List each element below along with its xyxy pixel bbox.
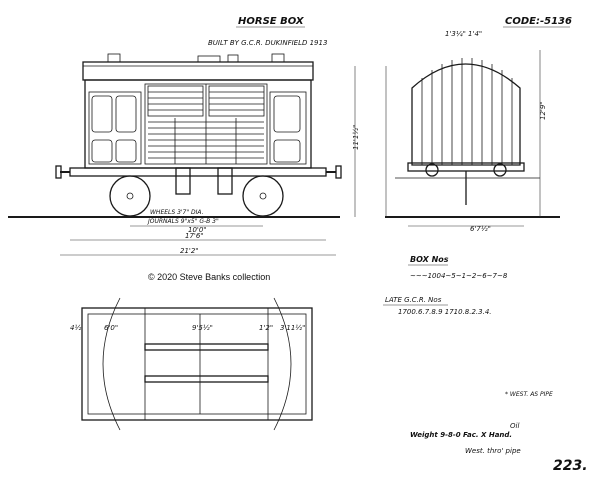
plan-view (81, 297, 313, 431)
drawing-code: CODE:-5136 (505, 16, 572, 27)
slatted-sides (148, 84, 264, 164)
side-dimensions: 21'2" 17'6" 10'0" WHEELS 3'7" DIA. JOURN… (60, 66, 360, 256)
svg-text:12'9": 12'9" (539, 101, 547, 120)
plan-inner (87, 313, 307, 415)
wheel-right (242, 175, 284, 217)
axlebox (217, 167, 233, 195)
buffer-arc-right (273, 297, 292, 431)
svg-text:3'11½": 3'11½" (280, 324, 305, 332)
end-wheel (493, 163, 507, 177)
svg-text:1'2": 1'2" (259, 324, 273, 332)
svg-text:1'3¼" 1'4": 1'3¼" 1'4" (445, 30, 482, 38)
buffer-head-right (335, 165, 342, 179)
svg-text:JOURNALS 9"x5" G-B 3": JOURNALS 9"x5" G-B 3" (147, 218, 219, 225)
box-numbers: ~~~1004~5~1~2~6~7~8 (410, 272, 508, 280)
late-label: LATE G.C.R. Nos (385, 296, 442, 304)
weight-note: Weight 9-8-0 Fac. X Hand. (410, 431, 512, 439)
oil-note: Oil (510, 422, 519, 430)
page-number: 223. (553, 458, 588, 474)
end-profile (411, 63, 521, 166)
axle (144, 375, 269, 383)
lower-panel (273, 139, 301, 163)
svg-text:4½: 4½ (70, 324, 81, 332)
solebar (69, 167, 327, 177)
axle (144, 343, 269, 351)
top-flap (147, 85, 204, 117)
svg-text:6'0": 6'0" (104, 324, 118, 332)
drawing-title: HORSE BOX (238, 16, 305, 27)
west-pipe-note: West. thro' pipe (465, 447, 521, 455)
roof-vent (107, 53, 121, 63)
box-label: BOX Nos (410, 255, 449, 264)
buffer-arc-left (102, 297, 121, 431)
copyright-notice: © 2020 Steve Banks collection (148, 272, 271, 282)
end-compartment (269, 91, 307, 165)
side-elevation (55, 53, 342, 217)
lower-panel (115, 139, 137, 163)
hub (126, 192, 134, 200)
end-elevation (395, 58, 540, 205)
top-flap (208, 85, 265, 117)
svg-text:10'0": 10'0" (188, 226, 207, 234)
panel-window (273, 95, 301, 133)
roof-vent (227, 54, 239, 63)
svg-text:6'7½": 6'7½" (470, 225, 491, 233)
hub (259, 192, 267, 200)
axlebox (175, 167, 191, 195)
built-note: BUILT BY G.C.R. DUKINFIELD 1913 (208, 39, 327, 47)
svg-text:17'6": 17'6" (185, 232, 204, 240)
end-dimensions: 1'3¼" 1'4" 6'7½" 12'9" (385, 30, 547, 233)
plan-dimensions: 4½ 6'0" 9'5½" 1'2" 3'11½" (70, 324, 305, 332)
buffer-head-left (55, 165, 62, 179)
groom-compartment (88, 91, 142, 165)
west-note: * WEST. AS PIPE (505, 391, 553, 398)
svg-text:11'1½": 11'1½" (352, 125, 360, 150)
svg-text:9'5½": 9'5½" (192, 324, 213, 332)
panel-window (91, 95, 113, 133)
late-numbers: 1700.6.7.8.9 1710.8.2.3.4. (398, 308, 492, 316)
end-wheel (425, 163, 439, 177)
svg-text:21'2": 21'2" (180, 247, 199, 255)
wheel-left (109, 175, 151, 217)
side-body (84, 79, 312, 169)
lower-panel (91, 139, 113, 163)
side-roof (82, 61, 314, 81)
svg-text:WHEELS 3'7" DIA.: WHEELS 3'7" DIA. (150, 209, 204, 216)
end-boarding (421, 58, 513, 165)
plan-outline (81, 307, 313, 421)
roof-vent (271, 53, 285, 63)
panel-window (115, 95, 137, 133)
roof-vent (197, 55, 221, 63)
notes: BOX Nos ~~~1004~5~1~2~6~7~8 LATE G.C.R. … (383, 255, 553, 455)
